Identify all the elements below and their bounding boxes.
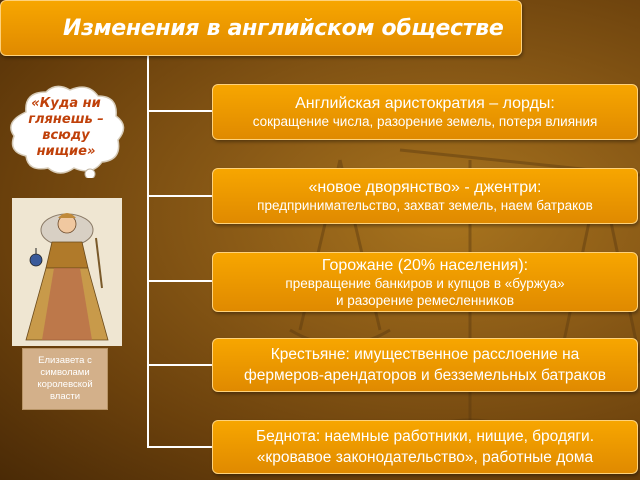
elizabeth-portrait-image xyxy=(12,198,122,346)
item-townspeople: Горожане (20% населения): превращение ба… xyxy=(212,252,638,312)
item-aristocracy: Английская аристократия – лорды: сокраще… xyxy=(212,84,638,140)
item-gentry-line2: предпринимательство, захват земель, наем… xyxy=(257,198,593,213)
thought-bubble-quote: «Куда ни глянешь – всюду нищие» xyxy=(18,96,114,160)
quote-line-2: глянешь – xyxy=(28,112,104,127)
branch-line-2 xyxy=(147,195,212,197)
quote-line-3: всюду xyxy=(42,128,90,143)
item-aristocracy-line2: сокращение числа, разорение земель, поте… xyxy=(252,114,598,129)
quote-line-1: «Куда ни xyxy=(31,96,101,111)
item-gentry: «новое дворянство» - джентри: предприним… xyxy=(212,168,638,224)
tree-trunk-line xyxy=(147,56,149,446)
portrait-caption: Елизавета с символами королевской власти xyxy=(22,348,108,410)
portrait-caption-text: Елизавета с символами королевской власти xyxy=(37,355,93,402)
diagram-title: Изменения в английском обществе xyxy=(0,0,522,56)
branch-line-5 xyxy=(147,446,212,448)
item-peasants-line2: фермеров-арендаторов и безземельных батр… xyxy=(243,367,606,384)
item-poor: Беднота: наемные работники, нищие, бродя… xyxy=(212,420,638,474)
item-gentry-line1: «новое дворянство» - джентри: xyxy=(308,179,542,196)
thought-bubble xyxy=(10,85,125,178)
item-poor-line1: Беднота: наемные работники, нищие, бродя… xyxy=(255,428,595,445)
item-aristocracy-line1: Английская аристократия – лорды: xyxy=(295,95,555,112)
branch-line-4 xyxy=(147,364,212,366)
item-townspeople-line2: превращение банкиров и купцов в «буржуа» xyxy=(285,275,565,291)
item-peasants: Крестьяне: имущественное расслоение на ф… xyxy=(212,338,638,392)
quote-line-4: нищие» xyxy=(36,144,96,159)
branch-line-3 xyxy=(147,280,212,282)
diagram-title-text: Изменения в английском обществе xyxy=(63,15,504,41)
item-townspeople-line1: Горожане (20% населения): xyxy=(321,256,529,274)
item-townspeople-line3: и разорение ремесленников xyxy=(335,292,515,308)
branch-line-1 xyxy=(147,110,212,112)
item-peasants-line1: Крестьяне: имущественное расслоение на xyxy=(270,346,580,363)
item-poor-line2: «кровавое законодательство», работные до… xyxy=(256,449,594,466)
